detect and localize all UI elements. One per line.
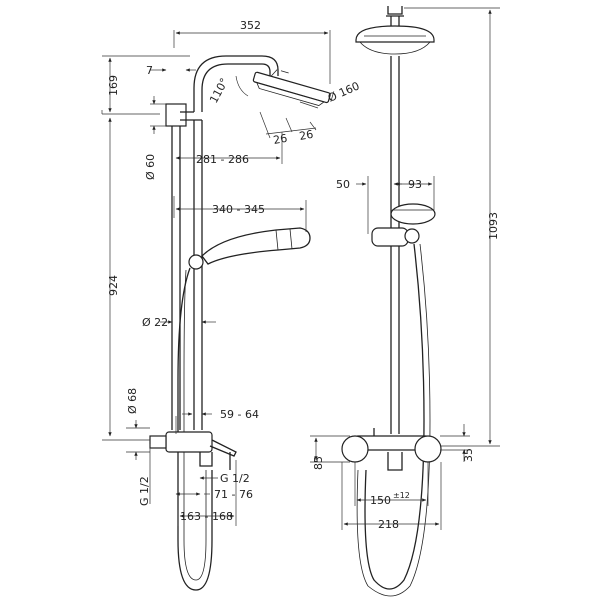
dim-diameter-22: Ø 22 xyxy=(142,316,168,329)
side-hose xyxy=(177,267,213,591)
dim-340-345: 340 - 345 xyxy=(212,203,265,216)
dim-35: 35 xyxy=(462,448,475,462)
dim-50: 50 xyxy=(336,178,350,191)
dim-93: 93 xyxy=(408,178,422,191)
dim-924: 924 xyxy=(107,275,120,296)
side-shower-arm xyxy=(193,55,279,112)
dim-150: 150 xyxy=(370,494,391,507)
dim-352: 352 xyxy=(240,19,261,32)
dim-163-168: 163 - 168 xyxy=(180,510,233,523)
dim-59-64: 59 - 64 xyxy=(220,408,259,421)
dim-1093: 1093 xyxy=(487,212,500,240)
side-overhead-shower-head xyxy=(252,69,331,106)
dim-g12-right: G 1/2 xyxy=(220,472,250,485)
side-wall-rosette xyxy=(149,435,167,449)
front-left-rosette xyxy=(341,435,369,463)
front-hose xyxy=(364,243,425,590)
front-riser-pipe xyxy=(390,64,400,434)
dim-diameter-68: Ø 68 xyxy=(126,388,139,414)
dim-281-286: 281 - 286 xyxy=(196,153,249,166)
side-wall-bracket xyxy=(165,103,187,127)
front-hand-shower-head xyxy=(390,203,436,225)
dim-diameter-60: Ø 60 xyxy=(144,154,157,180)
side-main-pipe xyxy=(193,120,203,430)
dim-g12-left: G 1/2 xyxy=(138,476,151,506)
front-holder-knob xyxy=(404,228,420,244)
dim-218: 218 xyxy=(378,518,399,531)
front-right-rosette xyxy=(414,435,442,463)
side-mixer-body xyxy=(165,431,213,453)
front-outlet xyxy=(387,452,403,471)
side-holder-knob xyxy=(188,254,204,270)
dim-110-degrees: 110° xyxy=(207,76,231,106)
dim-26-left: 26 xyxy=(272,132,288,147)
side-view: 352 7 169 110° Ø 160 26 26 Ø 60 281 - 28… xyxy=(101,19,362,591)
front-top-connector xyxy=(387,6,403,15)
side-outlet xyxy=(199,452,213,467)
dim-150-tolerance: ±12 xyxy=(393,491,410,500)
side-mixer-lever xyxy=(209,439,237,457)
dim-diameter-160: Ø 160 xyxy=(326,79,362,104)
front-holder-slider xyxy=(371,227,409,247)
front-view: 50 93 1093 85 35 150 ±12 218 xyxy=(310,6,500,597)
dim-85: 85 xyxy=(312,456,325,470)
side-riser-pipe xyxy=(171,108,181,430)
dim-7: 7 xyxy=(146,64,153,77)
dim-71-76: 71 - 76 xyxy=(214,488,253,501)
dim-26-right: 26 xyxy=(298,128,314,143)
dim-169: 169 xyxy=(107,75,120,96)
front-overhead-shower-head xyxy=(355,25,435,43)
side-hand-shower xyxy=(201,227,311,265)
